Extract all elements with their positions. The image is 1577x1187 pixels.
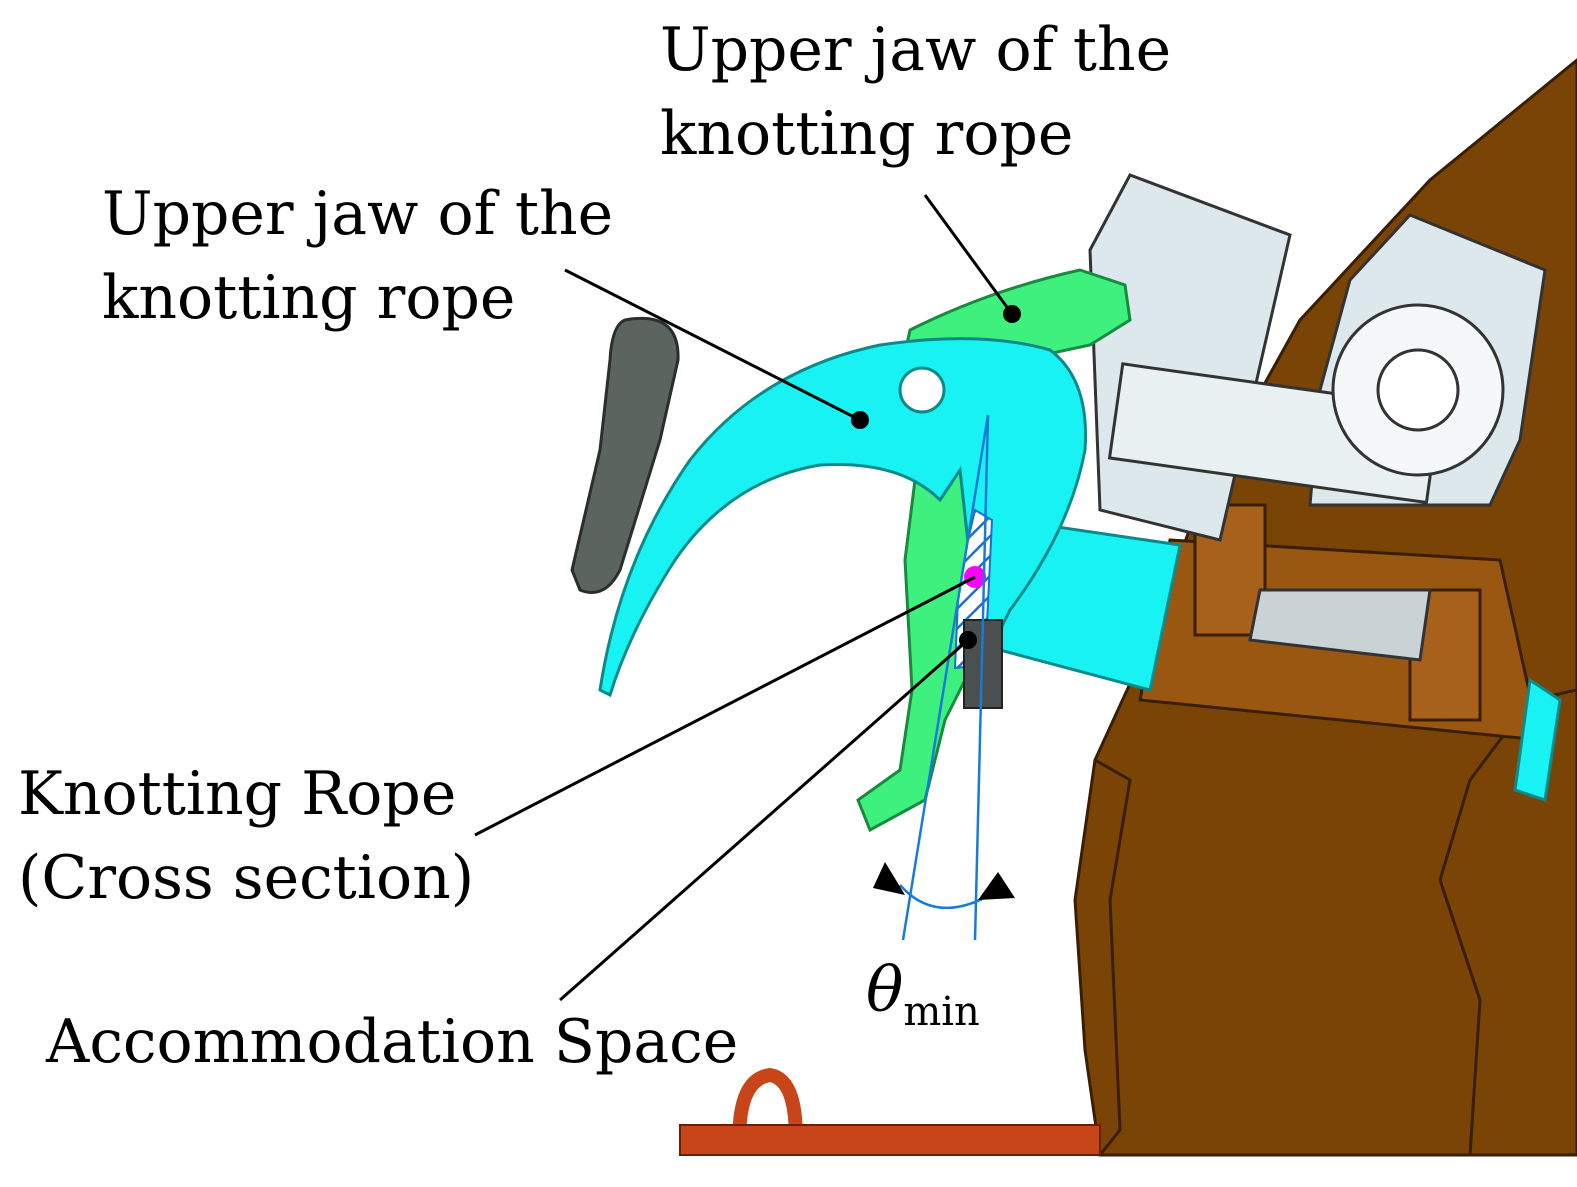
label-theta-min: θmin [866, 948, 980, 1054]
cyan-upper-jaw [598, 337, 1088, 698]
leader-dots [851, 305, 1021, 649]
angle-arrow-right [978, 872, 1015, 900]
upper-jaw-hole [898, 366, 946, 414]
gray-handle [570, 316, 680, 594]
label-upper-jaw-top: Upper jaw of the knotting rope [660, 15, 1172, 169]
orange-hook [679, 1067, 1101, 1156]
cyan-shaft [998, 518, 1562, 802]
silver-bracket [1088, 173, 1547, 662]
theta-subscript: min [903, 989, 980, 1035]
label-accommodation-space: Accommodation Space [46, 1007, 739, 1077]
label-upper-jaw-left: Upper jaw of the knotting rope [102, 179, 614, 333]
leader-lines [474, 194, 1014, 1002]
angle-lines [899, 414, 991, 941]
label-knotting-rope: Knotting Rope (Cross section) [18, 759, 475, 913]
angle-arrow-left [873, 862, 905, 895]
theta-symbol: θ [866, 953, 904, 1026]
